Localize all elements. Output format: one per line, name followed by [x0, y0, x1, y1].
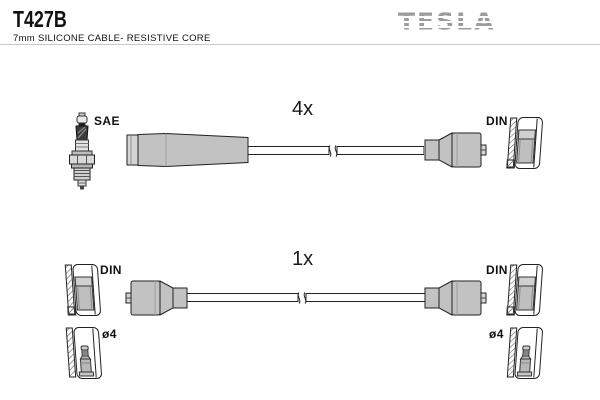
- top-din-cap-drawing: [506, 116, 546, 170]
- bottom-right-din-label: DIN: [486, 263, 508, 277]
- bottom-cable-drawing: [187, 292, 425, 304]
- bottom-right-connector-drawing: [424, 279, 488, 317]
- top-din-label: DIN: [486, 114, 508, 128]
- top-connector-drawing: [424, 131, 488, 169]
- bottom-cable-quantity: 1x: [292, 248, 314, 270]
- logo-stripe: [394, 26, 506, 28]
- bottom-left-diameter-cap-drawing: [65, 326, 105, 380]
- top-cable-quantity: 4x: [292, 98, 314, 120]
- bottom-right-diameter-cap-drawing: [506, 326, 546, 380]
- bottom-right-din-cap-drawing: [506, 263, 546, 317]
- logo-stripe: [394, 21, 506, 23]
- part-subtitle: 7mm SILICONE CABLE- RESISTIVE CORE: [13, 33, 211, 44]
- bottom-left-connector-drawing: [124, 279, 188, 317]
- bottom-left-din-label: DIN: [100, 263, 122, 277]
- header-divider: [0, 44, 600, 45]
- sae-boot-drawing: [126, 132, 252, 168]
- bottom-left-din-cap-drawing: [64, 263, 104, 317]
- bottom-left-diameter-label: ø4: [102, 327, 117, 341]
- spark-plug-drawing: [66, 112, 98, 190]
- bottom-right-diameter-label: ø4: [489, 327, 504, 341]
- brand-logo: TESLA: [394, 10, 506, 36]
- logo-stripe: [394, 16, 506, 18]
- part-number: T427B: [13, 6, 67, 32]
- sae-label: SAE: [94, 114, 120, 128]
- top-cable-drawing: [248, 145, 424, 157]
